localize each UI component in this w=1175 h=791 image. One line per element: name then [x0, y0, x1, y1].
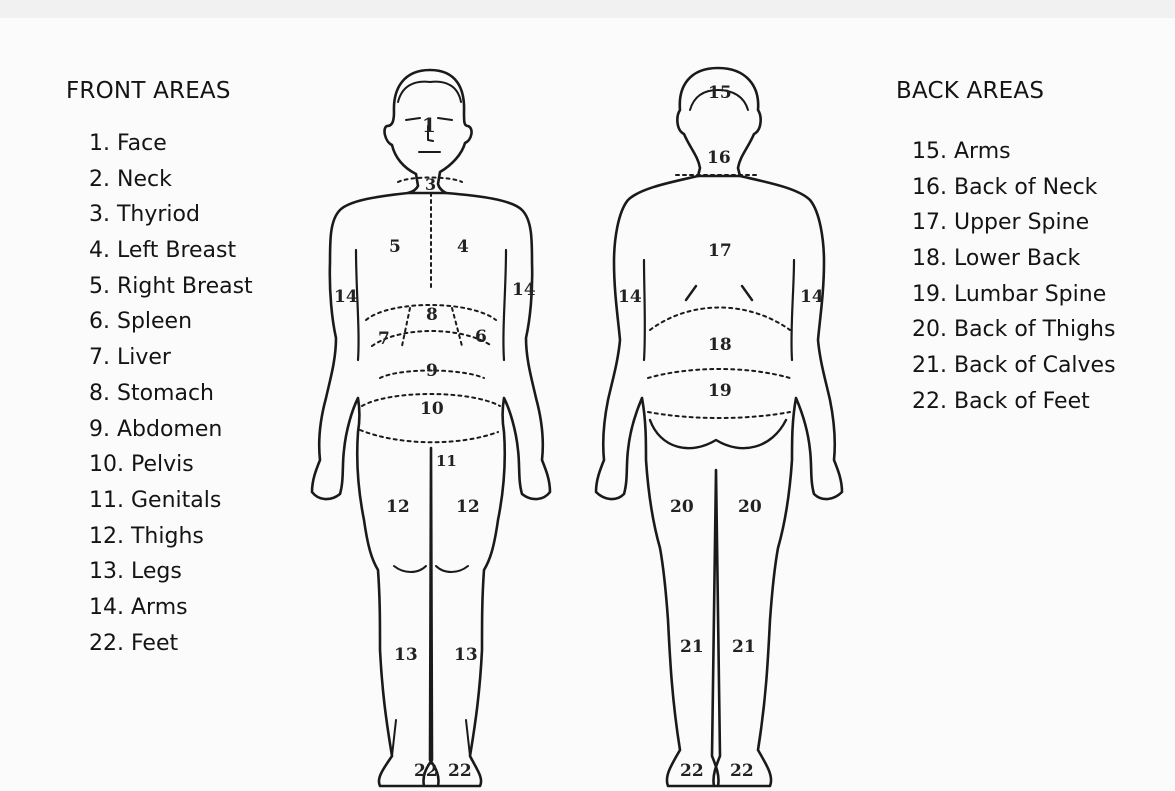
front-label-6: 6: [475, 327, 487, 347]
front-area-item: 6. Spleen: [89, 304, 322, 340]
front-label-3: 3: [425, 175, 436, 194]
back-label-14-left: 14: [618, 287, 642, 307]
front-area-item: 5. Right Breast: [89, 269, 322, 305]
front-label-13-right: 13: [394, 645, 418, 665]
back-body-figure: [596, 68, 842, 786]
body-figures: 1 3 4 5 6 7 8 9 10 11 12 12 13 13 14 14 …: [300, 50, 880, 791]
back-area-item: 20. Back of Thighs: [912, 312, 1162, 348]
back-label-20-right: 20: [738, 497, 762, 517]
front-label-8: 8: [426, 305, 438, 325]
back-area-item: 18. Lower Back: [912, 241, 1162, 277]
front-label-7: 7: [378, 329, 390, 349]
front-label-10: 10: [420, 399, 444, 419]
back-label-19: 19: [708, 381, 732, 401]
back-label-16: 16: [707, 148, 731, 168]
back-label-18: 18: [708, 335, 732, 355]
back-label-14-right: 14: [800, 287, 824, 307]
back-area-item: 21. Back of Calves: [912, 348, 1162, 384]
front-area-item: 10. Pelvis: [89, 447, 322, 483]
front-label-5: 5: [389, 237, 401, 257]
back-areas-list: 15. Arms 16. Back of Neck 17. Upper Spin…: [892, 134, 1162, 420]
back-areas-title: BACK AREAS: [892, 76, 1162, 106]
front-area-item: 13. Legs: [89, 554, 322, 590]
back-label-17: 17: [708, 241, 732, 261]
front-area-item: 1. Face: [89, 126, 322, 162]
back-label-22-right: 22: [730, 761, 754, 781]
back-areas-panel: BACK AREAS 15. Arms 16. Back of Neck 17.…: [892, 76, 1162, 420]
front-area-item: 3. Thyriod: [89, 197, 322, 233]
back-label-22-left: 22: [680, 761, 704, 781]
front-area-item: 12. Thighs: [89, 519, 322, 555]
back-area-item: 16. Back of Neck: [912, 170, 1162, 206]
back-label-20-left: 20: [670, 497, 694, 517]
front-area-item: 4. Left Breast: [89, 233, 322, 269]
front-areas-list: 1. Face 2. Neck 3. Thyriod 4. Left Breas…: [62, 126, 322, 661]
front-label-12-right: 12: [386, 497, 410, 517]
back-area-item: 17. Upper Spine: [912, 205, 1162, 241]
front-label-14-left: 14: [512, 280, 536, 300]
front-label-12-left: 12: [456, 497, 480, 517]
front-areas-title: FRONT AREAS: [62, 76, 322, 106]
front-areas-panel: FRONT AREAS 1. Face 2. Neck 3. Thyriod 4…: [62, 76, 322, 661]
front-label-4: 4: [457, 237, 469, 257]
front-label-22-left: 22: [448, 761, 472, 781]
front-area-item: 9. Abdomen: [89, 412, 322, 448]
front-area-item: 11. Genitals: [89, 483, 322, 519]
front-area-item: 22. Feet: [89, 626, 322, 662]
back-area-item: 22. Back of Feet: [912, 384, 1162, 420]
back-area-item: 19. Lumbar Spine: [912, 277, 1162, 313]
back-label-15: 15: [708, 83, 732, 103]
front-area-item: 7. Liver: [89, 340, 322, 376]
front-area-item: 2. Neck: [89, 162, 322, 198]
back-area-item: 15. Arms: [912, 134, 1162, 170]
front-area-item: 8. Stomach: [89, 376, 322, 412]
front-label-14-right: 14: [334, 287, 358, 307]
front-label-11: 11: [436, 452, 457, 470]
front-area-item: 14. Arms: [89, 590, 322, 626]
front-label-13-left: 13: [454, 645, 478, 665]
front-label-22-right: 22: [414, 761, 438, 781]
front-label-9: 9: [426, 361, 438, 381]
top-strip: [0, 0, 1175, 18]
front-label-1: 1: [422, 113, 436, 137]
back-label-21-left: 21: [680, 637, 704, 657]
back-label-21-right: 21: [732, 637, 756, 657]
